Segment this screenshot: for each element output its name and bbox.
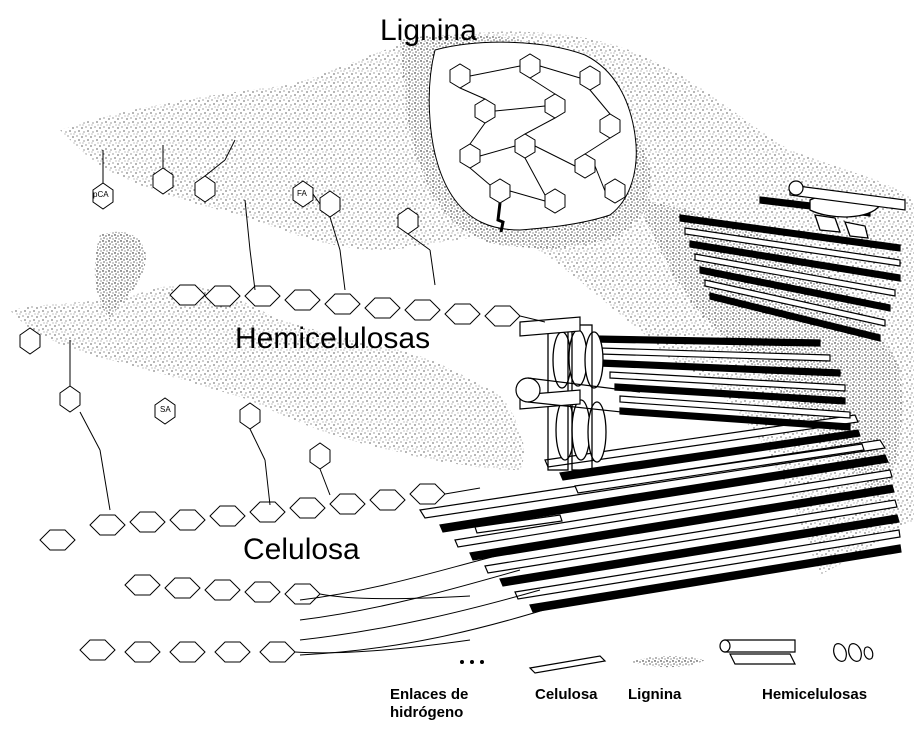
legend-hemicellulose-label: Hemicelulosas [762,686,867,704]
legend-lignin-label: Lignina [628,686,681,704]
cellulose-label: Celulosa [243,533,360,567]
cellulose-chain-1 [125,575,470,604]
pca-ring-label: pCA [93,190,109,199]
cellulose-long-strands [300,555,560,655]
legend-lignin-icon [632,656,705,667]
lignin-label: Lignina [380,14,477,48]
legend-cellulose-label: Celulosa [535,686,598,704]
legend-hydrogen-bonds-icon [460,660,484,664]
cellulose-chain-2 [80,640,470,662]
legend-hydrogen-bonds-line1: Enlaces de [390,686,468,704]
legend-hemicellulose-coils-icon [834,644,873,662]
legend [460,640,873,673]
lignin-structure [429,42,636,232]
fa-ring-label: FA [297,189,307,198]
legend-hydrogen-bonds-label: Enlaces de hidrógeno [390,686,468,722]
legend-cellulose-icon [530,656,605,673]
hemicellulose-label: Hemicelulosas [235,322,430,356]
legend-hydrogen-bonds-line2: hidrógeno [390,704,468,722]
sa-ring-label: SA [160,405,171,414]
legend-hemicellulose-cylinders-icon [720,640,795,664]
